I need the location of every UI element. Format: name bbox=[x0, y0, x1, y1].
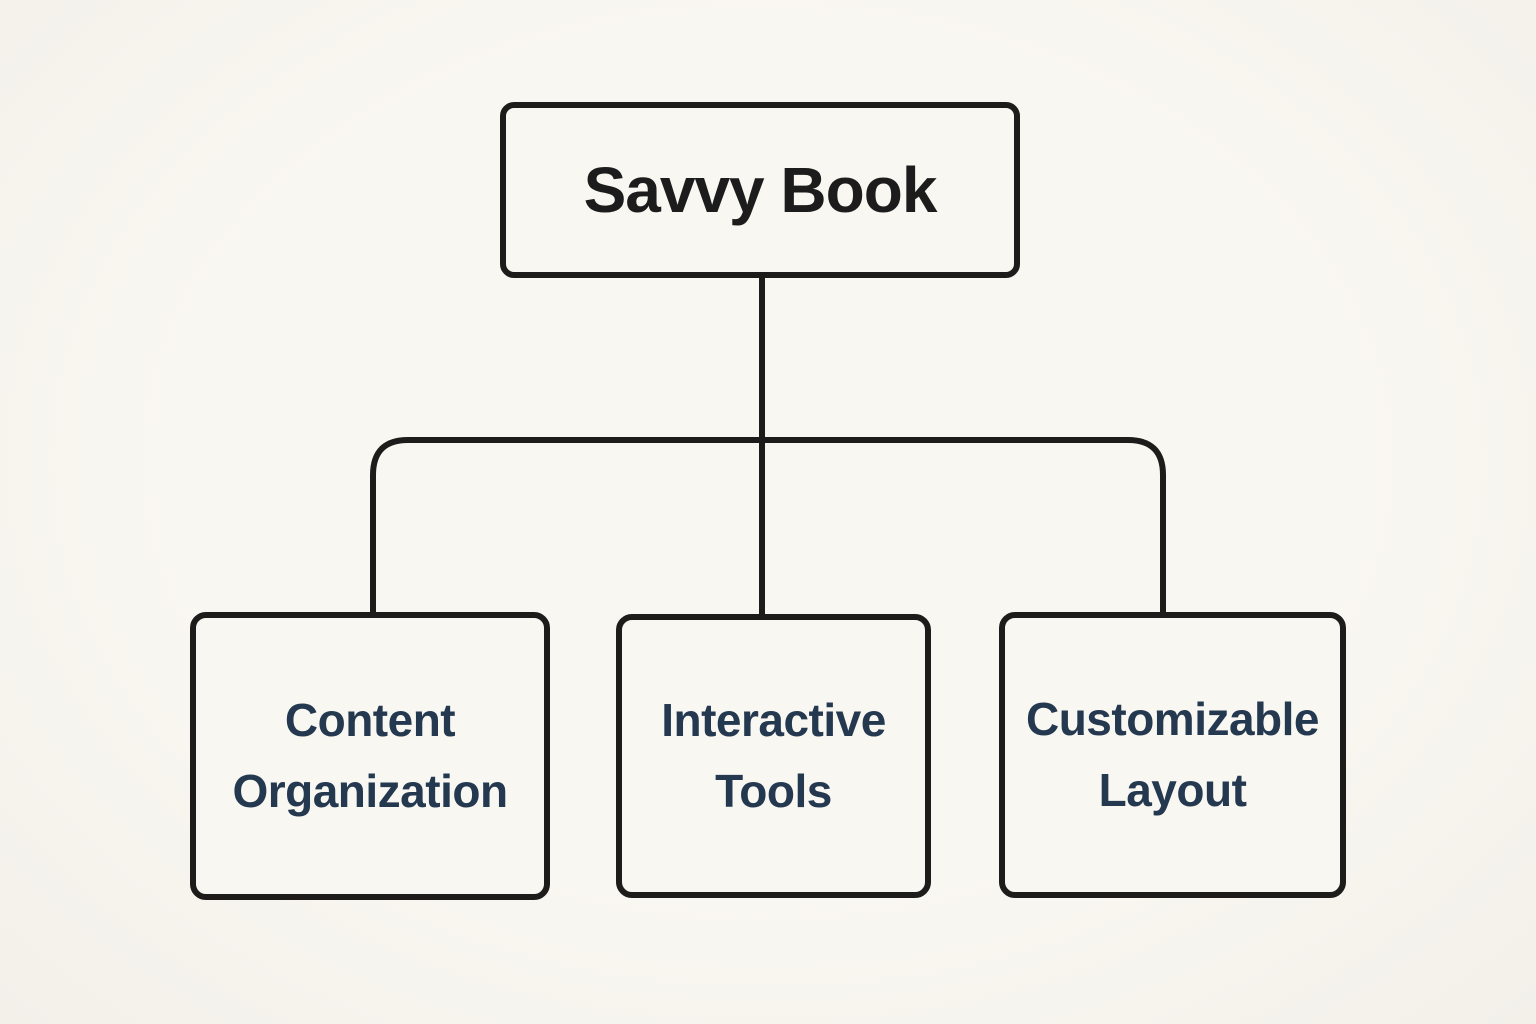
node-content-organization-label: Content Organization bbox=[232, 693, 508, 817]
node-root: Savvy Book bbox=[500, 102, 1020, 278]
node-content-organization: Content Organization bbox=[190, 612, 550, 900]
connector-rail bbox=[370, 437, 1166, 616]
node-interactive-tools-label: Interactive Tools bbox=[661, 693, 886, 817]
node-customizable-layout: Customizable Layout bbox=[999, 612, 1346, 898]
node-interactive-tools: Interactive Tools bbox=[616, 614, 931, 898]
node-root-label: Savvy Book bbox=[583, 154, 938, 226]
node-customizable-layout-label: Customizable Layout bbox=[1025, 692, 1320, 816]
